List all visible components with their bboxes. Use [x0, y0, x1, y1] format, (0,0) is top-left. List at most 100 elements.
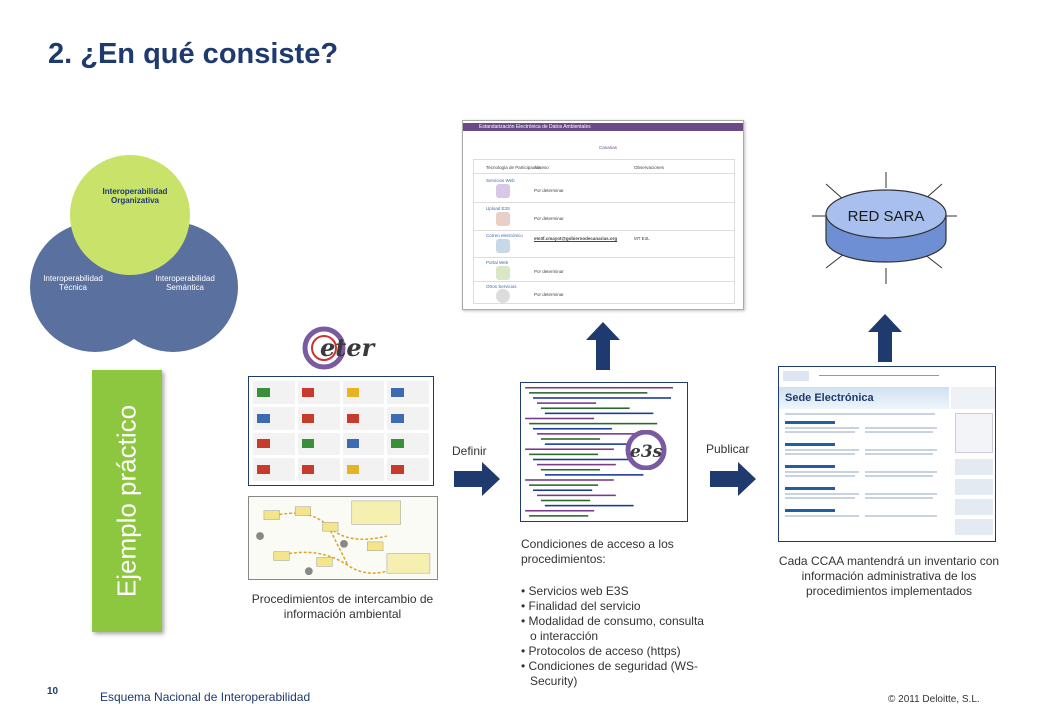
xml-code-line [529, 392, 648, 394]
conditions-item: • Protocolos de acceso (https) [521, 644, 681, 658]
procedure-flow-diagram [248, 496, 438, 580]
regional-logo [297, 381, 340, 404]
sede-title: Sede Electrónica [785, 392, 874, 404]
xml-code-line [525, 448, 614, 451]
xml-code-line [533, 458, 642, 461]
sede-side-panel [955, 413, 993, 453]
regional-logo [253, 381, 295, 404]
regional-logo [387, 381, 429, 404]
xml-code-line [540, 407, 630, 410]
xml-code-line [536, 494, 616, 497]
regional-logo [297, 432, 340, 456]
upload-icon [496, 212, 510, 226]
doc-header-bar: Estandarización Electrónica de Datos Amb… [463, 123, 743, 131]
regional-logo [297, 458, 340, 481]
example-banner-label: Ejemplo práctico [111, 404, 142, 598]
venn-label-technical: Interoperabilidad Técnica [43, 274, 103, 292]
conditions-item: • Condiciones de seguridad (WS-Security) [521, 659, 698, 688]
regional-logo [387, 432, 429, 456]
page-title: 2. ¿En qué consiste? [48, 38, 339, 70]
doc-row-tech: Portal Web [486, 260, 509, 265]
government-logo [783, 371, 809, 381]
xml-code-line [525, 479, 614, 481]
xml-code-line [525, 386, 673, 389]
regional-logo [387, 406, 429, 430]
regional-logo [253, 458, 295, 481]
red-sara-label: RED SARA [848, 208, 925, 225]
publish-arrow-icon [710, 462, 756, 496]
define-label: Definir [452, 444, 487, 458]
eter-logo-text: eter [320, 333, 377, 362]
regional-logos-collage [248, 376, 434, 486]
doc-row-access: Por determinar [534, 269, 564, 274]
page-number: 10 [47, 686, 59, 697]
doc-row-access: Por determinar [534, 188, 564, 193]
procedures-caption: Procedimientos de intercambio de informa… [251, 592, 434, 621]
regional-logo [342, 381, 385, 404]
xml-code-line [533, 427, 612, 430]
xml-code-line [544, 474, 644, 476]
conditions-intro: Condiciones de acceso a los procedimient… [521, 537, 674, 566]
xml-document-preview [520, 382, 688, 522]
venn-label-organizational: Interoperabilidad Organizativa [102, 187, 168, 205]
regional-logo [342, 432, 385, 456]
xml-code-line [544, 443, 664, 445]
xml-code-line [529, 422, 658, 425]
sede-side-item [955, 499, 993, 515]
doc-subheader: Canarias [479, 135, 729, 157]
doc-table: Tecnología de Participación Acceso Obser… [473, 159, 735, 304]
xml-code-line [540, 468, 601, 471]
doc-header-text: Estandarización Electrónica de Datos Amb… [479, 124, 591, 130]
xml-code-line [533, 489, 593, 492]
sede-electronica-screenshot: Sede Electrónica [778, 366, 996, 542]
doc-row-tech: Upload E3S [486, 206, 511, 211]
eter-logo: eter [302, 326, 377, 370]
regional-logo [253, 432, 295, 456]
conditions-item: • Servicios web E3S [521, 584, 629, 598]
xml-code-line [540, 438, 601, 440]
sede-side-item [955, 519, 993, 535]
doc-row-obs: MT E3L [634, 236, 650, 241]
xml-code-line [544, 412, 654, 415]
conditions-item: • Finalidad del servicio [521, 599, 641, 613]
web-service-icon [496, 184, 510, 198]
xml-code-line [536, 433, 636, 435]
doc-row-access: ete3f.cmayot@gobiernodecanarias.org [534, 236, 618, 241]
doc-col-header: Acceso [534, 165, 549, 170]
conditions-list: • Servicios web E3S • Finalidad del serv… [521, 584, 711, 689]
sede-side-item [955, 479, 993, 495]
doc-row-tech: Correo electrónico [486, 233, 523, 238]
xml-code-line [529, 453, 599, 456]
xml-code-line [529, 484, 599, 486]
up-arrow-icon [868, 314, 902, 362]
doc-row-tech: Servicios Web [486, 178, 515, 183]
sede-date-panel [951, 387, 995, 409]
interoperability-venn-diagram: Interoperabilidad Organizativa Interoper… [30, 150, 238, 352]
xml-code-line [533, 397, 672, 399]
up-arrow-icon [586, 322, 620, 370]
xml-code-line [536, 402, 597, 404]
venn-label-semantic: Interoperabilidad Semántica [155, 274, 215, 292]
venn-circle-organizational [70, 155, 190, 275]
sede-banner: Sede Electrónica [779, 387, 949, 409]
conditions-item: • Modalidad de consumo, consulta o inter… [521, 614, 704, 643]
doc-row-tech: Otros Servicios [486, 284, 517, 289]
xml-code-line [536, 463, 616, 466]
footer-title: Esquema Nacional de Interoperabilidad [100, 690, 311, 704]
doc-row-access: Por determinar [534, 292, 564, 297]
regional-logo [342, 458, 385, 481]
doc-col-header: Tecnología de Participación [486, 165, 542, 170]
publish-label: Publicar [706, 442, 750, 456]
define-arrow-icon [454, 462, 500, 496]
red-sara-network-icon: RED SARA [812, 172, 957, 284]
regional-logo [387, 458, 429, 481]
regional-logo [253, 406, 295, 430]
doc-col-header: Observaciones [634, 165, 665, 170]
footer-copyright: © 2011 Deloitte, S.L. [888, 694, 980, 705]
regional-logo [297, 406, 340, 430]
xml-code-line [525, 417, 595, 420]
xml-code-line [525, 509, 595, 512]
doc-region: Canarias [599, 145, 618, 150]
web-portal-icon [496, 266, 510, 280]
example-banner: Ejemplo práctico [92, 370, 162, 632]
